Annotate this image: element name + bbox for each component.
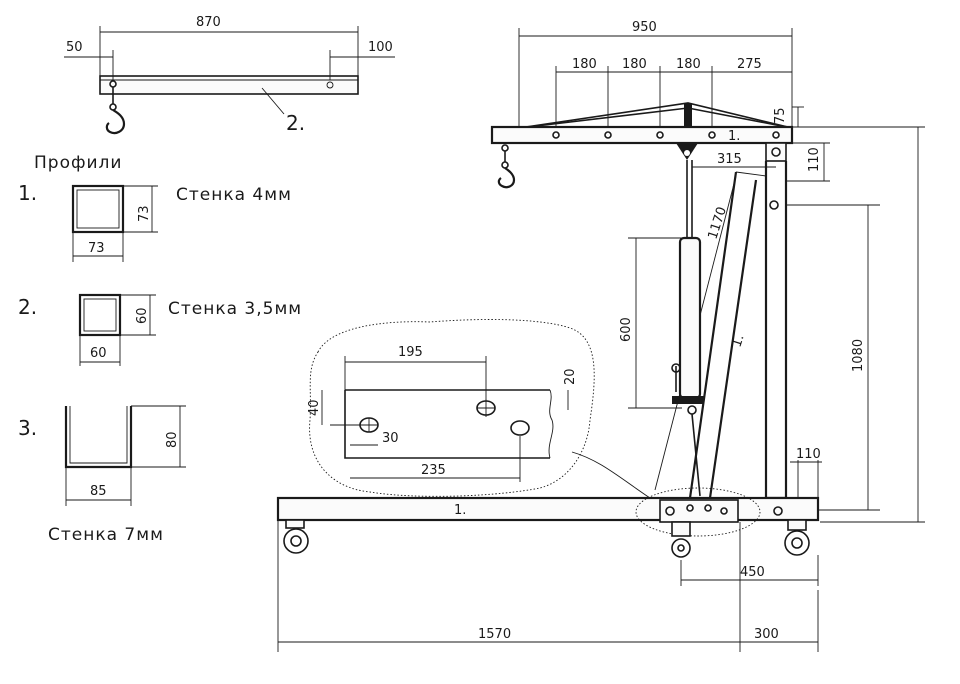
boom-dim-left: 50: [66, 40, 83, 55]
truss-post: [684, 103, 692, 128]
rear-wheel-icon: [283, 519, 309, 554]
profiles-title: Профили: [34, 153, 122, 173]
profile-1-height: 73: [137, 205, 152, 222]
square-tube-profile-1: [71, 184, 125, 234]
boom-detail: 870 50 100 2.: [64, 15, 395, 135]
crane-dim-950: 950: [632, 20, 657, 35]
base-joint-plate: [659, 499, 739, 523]
profile-3-wall: Стенка 7мм: [48, 525, 164, 545]
front-wheel-right-icon: [784, 519, 810, 556]
profile-3: 3. 80 85 Стенка 7мм: [18, 405, 186, 545]
profile-3-width: 85: [90, 484, 107, 499]
channel-profile-3: [64, 406, 133, 469]
crane-dim-110-base: 110: [796, 447, 821, 462]
crane-hook-icon: [497, 144, 516, 189]
crane-boom-label: 1.: [728, 129, 740, 144]
boom-part-label: 2.: [286, 111, 305, 135]
crane-boom: [490, 125, 794, 145]
front-wheel-left-icon: [671, 521, 691, 558]
boom-dim-right: 100: [368, 40, 393, 55]
plate-detail: 195 20 40 30 235: [307, 319, 651, 499]
crane-dim-110-top: 110: [807, 147, 822, 172]
crane-dim-1570: 1570: [478, 627, 511, 642]
crane-dim-seg1: 180: [572, 57, 597, 72]
plate-hole-3: [510, 420, 530, 436]
crane-base-label: 1.: [454, 503, 466, 518]
crane-dim-1080: 1080: [851, 339, 866, 372]
crane-brace: [688, 171, 758, 499]
cylinder-bottom-pivot: [687, 405, 697, 415]
crane-dim-seg3: 180: [676, 57, 701, 72]
profile-3-number: 3.: [18, 416, 37, 440]
crane-dim-600: 600: [619, 317, 634, 342]
cylinder-base: [672, 396, 704, 404]
profile-2-number: 2.: [18, 295, 37, 319]
boom-bar: [99, 75, 359, 95]
profiles-section: Профили 1. 73 73 Стенка 4мм 2. 60: [18, 153, 302, 545]
profile-1-wall: Стенка 4мм: [176, 185, 292, 205]
pump-handle-knob: [671, 363, 681, 373]
crane-dim-75: 75: [773, 107, 788, 124]
plate-outline: [344, 389, 550, 459]
boom-dim-total: 870: [196, 15, 221, 30]
crane-mast: [764, 161, 788, 500]
hook-icon: [105, 80, 126, 135]
plate-dim-20: 20: [563, 368, 578, 385]
profile-2-wall: Стенка 3,5мм: [168, 299, 302, 319]
joint-detail-cloud: [635, 487, 761, 537]
plate-dim-195: 195: [398, 345, 423, 360]
hydraulic-cylinder: [678, 236, 702, 400]
plate-dim-40: 40: [307, 399, 322, 416]
plate-dim-30: 30: [382, 431, 399, 446]
profile-1: 1. 73 73 Стенка 4мм: [18, 181, 292, 262]
crane-dim-300: 300: [754, 627, 779, 642]
profile-1-width: 73: [88, 241, 105, 256]
plate-cloud: [309, 319, 595, 497]
profile-3-height: 80: [165, 431, 180, 448]
profile-2-width: 60: [90, 346, 107, 361]
profile-2: 2. 60 60 Стенка 3,5мм: [18, 293, 302, 366]
crane-dim-315: 315: [717, 152, 742, 167]
plate-dim-235: 235: [421, 463, 446, 478]
crane-elevation: 950 180 180 180 275 75 1.: [276, 20, 925, 652]
profile-1-number: 1.: [18, 181, 37, 205]
crane-dim-seg2: 180: [622, 57, 647, 72]
boom-hole: [326, 81, 334, 89]
crane-dim-450: 450: [740, 565, 765, 580]
crane-dim-seg4: 275: [737, 57, 762, 72]
profile-2-height: 60: [135, 307, 150, 324]
square-tube-profile-2: [78, 293, 122, 337]
